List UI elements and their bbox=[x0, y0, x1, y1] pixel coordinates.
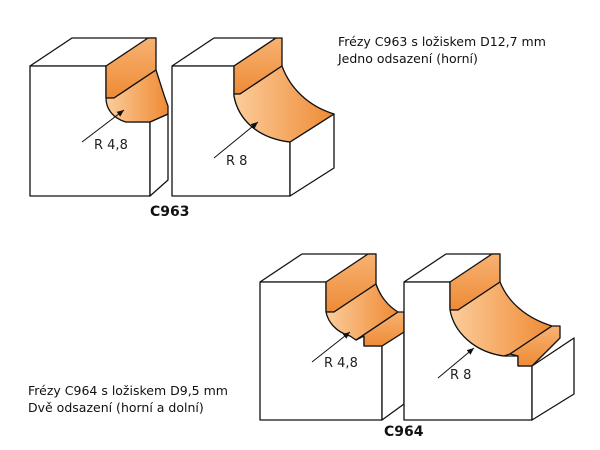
block-side-face bbox=[531, 337, 575, 421]
c964-r48-arrow bbox=[311, 331, 351, 363]
profile-bottom-step bbox=[509, 325, 561, 367]
c964-caption-line1: Frézy C964 s ložiskem D9,5 mm bbox=[28, 383, 228, 398]
c964-block-r48 bbox=[259, 253, 405, 421]
block-side-face bbox=[381, 331, 405, 421]
c963-caption-line2: Jedno odsazení (horní) bbox=[338, 51, 478, 66]
c963-r48-arrow bbox=[81, 109, 125, 143]
c964-caption: Frézy C964 s ložiskem D9,5 mm Dvě odsaze… bbox=[28, 382, 228, 416]
profile-cove bbox=[233, 65, 335, 143]
block-side-face bbox=[149, 113, 169, 197]
c964-caption-line2: Dvě odsazení (horní a dolní) bbox=[28, 400, 204, 415]
c964-block-r8 bbox=[403, 253, 575, 421]
c963-block-r8 bbox=[171, 37, 335, 197]
c963-caption: Frézy C963 s ložiskem D12,7 mm Jedno ods… bbox=[338, 33, 546, 67]
c963-caption-line1: Frézy C963 s ložiskem D12,7 mm bbox=[338, 34, 546, 49]
c964-radius-large-label: R 8 bbox=[450, 368, 472, 383]
c963-block-r48 bbox=[29, 37, 169, 197]
c964-radius-small-label: R 4,8 bbox=[324, 356, 358, 371]
c963-r8-arrow bbox=[213, 121, 259, 159]
c963-radius-large-label: R 8 bbox=[226, 154, 248, 169]
c963-model-label: C963 bbox=[150, 204, 190, 220]
profile-bottom-step bbox=[355, 311, 405, 347]
profile-cove bbox=[105, 69, 169, 123]
c963-radius-small-label: R 4,8 bbox=[94, 138, 128, 153]
c964-r8-arrow bbox=[437, 347, 475, 379]
c964-model-label: C964 bbox=[384, 424, 424, 440]
